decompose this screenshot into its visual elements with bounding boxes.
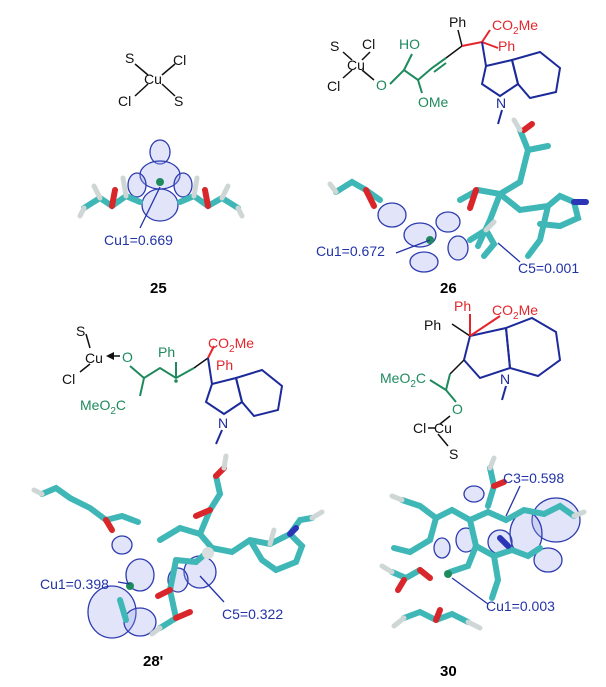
caption-30: 30 [440,663,457,680]
scheme-25: S Cl Cu Cl S [118,50,186,109]
caption-26: 26 [440,280,457,297]
scheme-26-co2me: CO2Me [492,17,538,37]
scheme-28-ph1: Ph [158,344,175,360]
scheme-26-o: O [376,77,387,93]
scheme-25-cu: Cu [144,71,162,87]
scheme-30-cu: Cu [434,420,452,436]
spin-label-c5-26: C5=0.001 [518,260,579,276]
spin-label-cu1-26: Cu1=0.672 [316,243,385,259]
scheme-26-cu: Cu [347,57,365,73]
spin-lobe [127,172,147,198]
structure-30: C3=0.598 Cu1=0.003 [379,455,587,631]
scheme-26-ome: OMe [418,94,449,110]
scheme-26-n: N [496,95,506,111]
structure-25: Cu1=0.669 [77,139,245,248]
panel-30: Ph Ph CO2Me N MeO2C O Cl Cu S [379,298,587,680]
scheme-26-cl1: Cl [362,36,375,52]
scheme-30-co2me: CO2Me [492,302,538,322]
scheme-28-n: N [218,415,228,431]
scheme-28-o: O [122,349,133,365]
scheme-30-meo2c: MeO2C [380,370,426,390]
spin-label-cu1-30: Cu1=0.003 [486,598,555,614]
scheme-30-cl: Cl [413,420,426,436]
scheme-26-cl2: Cl [327,78,340,94]
caption-25: 25 [150,280,167,297]
scheme-30-s: S [449,446,458,462]
scheme-30: Ph Ph CO2Me N MeO2C O Cl Cu S [380,298,562,462]
caption-28-prime: 28' [143,653,163,670]
spin-label-c5-28: C5=0.322 [222,606,283,622]
structure-28: Cu1=0.398 C5=0.322 [31,453,325,639]
spin-label-cu1-28: Cu1=0.398 [40,576,109,592]
scheme-25-cl1: Cl [173,52,186,68]
panel-25: S Cl Cu Cl S Cu1=0.669 25 [77,50,245,297]
spin-lobe [533,547,563,573]
spin-lobe [435,211,461,233]
scheme-25-s1: S [125,50,134,66]
scheme-28-ph2: Ph [216,357,233,373]
panel-26: S Cl Cu Cl O HO OMe Ph CO2Me Ph N [316,14,589,297]
scheme-26-ho: HO [399,36,420,52]
scheme-30-n: N [500,371,510,387]
scheme-30-o: O [452,401,463,417]
spin-lobe [447,235,469,261]
spin-lobe [149,139,171,165]
scheme-26-ph1: Ph [449,14,466,30]
scheme-28: S Cu Cl O Ph MeO2C CO2Me Ph N [62,323,284,445]
scheme-28-cl: Cl [62,371,75,387]
spin-lobe [463,485,485,503]
spin-lobe [111,535,133,555]
scheme-26-ph2: Ph [498,38,515,54]
scheme-28-meo2c: MeO2C [80,397,126,417]
cu-atom [444,570,452,578]
scheme-30-ph2: Ph [454,298,471,314]
spin-lobe [173,172,193,198]
spin-lobe [377,202,407,228]
spin-lobe [409,251,439,273]
structure-26: Cu1=0.672 C5=0.001 [316,117,589,276]
scheme-25-s2: S [174,93,183,109]
scheme-25-cl2: Cl [118,93,131,109]
scheme-26: S Cl Cu Cl O HO OMe Ph CO2Me Ph N [327,14,562,125]
spin-lobe [433,537,451,559]
cu-atom [156,178,164,186]
scheme-26-s: S [330,38,339,54]
scheme-28-cu: Cu [85,350,103,366]
h-atom [202,547,214,559]
scheme-28-co2me: CO2Me [208,335,254,355]
spin-lobe [125,558,155,592]
spin-lobe [141,188,179,222]
spin-label-cu1-25: Cu1=0.669 [104,232,173,248]
scheme-30-ph1: Ph [424,317,441,333]
panel-28-prime: S Cu Cl O Ph MeO2C CO2Me Ph N [31,323,325,670]
spin-label-c3-30: C3=0.598 [503,470,564,486]
scheme-28-s: S [76,323,85,339]
